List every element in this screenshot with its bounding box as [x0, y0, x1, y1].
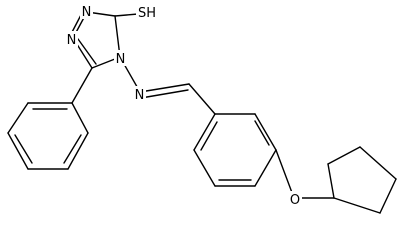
phenyl-bond-4: [7, 132, 29, 170]
aryl-bond-2: [254, 113, 277, 151]
atom-sh: SH: [136, 4, 158, 21]
aryl-bond-6: [193, 113, 216, 151]
cyclopentyl-bond-3: [359, 146, 397, 180]
atom-n2-label: N: [67, 33, 77, 48]
atom-n-imine-label: N: [135, 88, 145, 103]
bond-aryl-o: [275, 149, 295, 199]
atom-o: O: [288, 191, 302, 208]
bond-nimine-ch-double: [140, 89, 189, 99]
bond-nimine-ch: [139, 83, 190, 93]
bond-ch-aryl: [188, 83, 216, 115]
atom-n4-label: N: [116, 52, 126, 67]
atom-n2: N: [65, 31, 78, 48]
aryl-inner-1: [254, 120, 270, 146]
phenyl-bond-5: [7, 102, 29, 134]
atom-n-imine: N: [133, 86, 146, 103]
atom-sh-label: SH: [138, 6, 156, 21]
bonds: [7, 11, 397, 214]
phenyl-bond-2: [67, 132, 89, 170]
aryl-bond-3: [254, 149, 277, 187]
phenyl-inner-2: [63, 134, 82, 164]
cyclopentyl-bond-1: [327, 163, 335, 199]
cyclopentyl-bond-5: [333, 197, 381, 214]
cyclopentyl-bond-4: [379, 178, 397, 214]
cyclopentyl-bond-2: [327, 146, 361, 165]
phenyl-bond-1: [71, 102, 89, 134]
atom-o-label: O: [290, 193, 300, 208]
atom-labels: N N N N SH O: [65, 3, 302, 208]
chemical-structure: N N N N SH O: [7, 3, 397, 214]
atom-n1: N: [80, 3, 93, 20]
atom-n4: N: [114, 50, 127, 67]
bond-c3-sh: [114, 13, 139, 17]
bond-c5-phenyl: [71, 67, 93, 104]
atom-n1-label: N: [82, 5, 92, 20]
aryl-inner-3: [200, 121, 218, 151]
aryl-bond-5: [193, 149, 216, 187]
phenyl-inner-3: [14, 134, 33, 164]
bond-c5-n2-double: [77, 38, 97, 65]
